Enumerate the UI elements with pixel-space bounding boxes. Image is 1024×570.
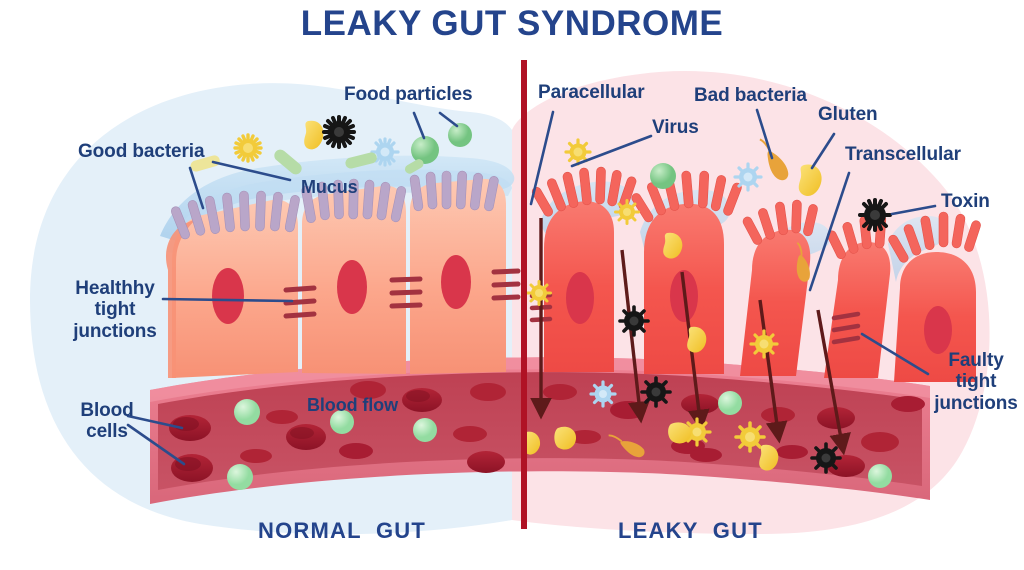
blood-vessel-contaminants [543, 384, 925, 488]
bad-bacteria-icon [796, 242, 810, 282]
label-toxin: Toxin [941, 191, 990, 212]
gluten-icon [668, 422, 692, 444]
transcellular-arrow [816, 309, 851, 456]
caption-leaky-gut: LEAKY GUT [618, 518, 763, 543]
label-good-bacteria: Good bacteria [78, 141, 205, 162]
leaky-cell [544, 201, 614, 372]
leader-virus [570, 134, 653, 168]
food-particle-icon [411, 136, 439, 164]
virus-yellow-icon [734, 421, 766, 453]
particles-right [526, 138, 892, 359]
transcellular-arrow [758, 299, 788, 444]
toxin-icon [322, 115, 356, 149]
virus-blue-icon [733, 162, 763, 192]
virus-yellow-icon [233, 133, 263, 163]
label-gluten: Gluten [818, 104, 878, 125]
toxin-icon [858, 198, 892, 232]
caption-normal-gut: NORMAL GUT [258, 518, 427, 543]
label-healthy-tight-junctions: Healthhy tight junctions [73, 278, 157, 342]
leader-food-particles [412, 111, 426, 140]
faulty-tight-junction [831, 311, 861, 345]
gluten-icon [554, 426, 577, 450]
microvilli-left [170, 170, 499, 240]
leader-toxin [890, 204, 937, 216]
page-title: LEAKY GUT SYNDROME [300, 4, 724, 43]
good-bacteria-icon [190, 149, 424, 175]
vessel-contaminants-icons [523, 376, 842, 474]
paracellular-arrow [620, 249, 650, 424]
healthy-cell [172, 199, 298, 378]
virus-yellow-icon [564, 138, 592, 166]
leader-faulty-tj [860, 332, 930, 376]
tight-junction [491, 268, 521, 301]
toxin-icon [618, 305, 650, 337]
food-particle-icon [650, 163, 676, 189]
gluten-icon [304, 120, 324, 150]
leaky-cell [894, 252, 976, 382]
leader-good-bacteria [188, 166, 205, 210]
virus-yellow-icon [526, 280, 552, 306]
leader-paracellular [529, 110, 555, 206]
gluten-icon [687, 326, 707, 353]
bad-bacteria-icon [608, 434, 645, 458]
tight-junction [389, 276, 423, 309]
virus-yellow-icon [614, 199, 640, 225]
healthy-cell [302, 185, 406, 374]
gluten-icon [798, 164, 822, 196]
toxin-icon [810, 442, 842, 474]
label-transcellular: Transcellular [845, 144, 961, 165]
virus-blue-icon [370, 137, 400, 167]
leader-food-particles [438, 111, 459, 128]
label-food-particles: Food particles [344, 84, 473, 105]
leader-blood-cells [126, 414, 184, 430]
leader-blood-cells [126, 423, 186, 466]
leaky-cell [824, 242, 891, 378]
label-bad-bacteria: Bad bacteria [694, 85, 807, 106]
healthy-cell [410, 178, 506, 374]
label-virus: Virus [652, 117, 699, 138]
leader-bad-bacteria [755, 108, 774, 160]
leader-lines [126, 108, 937, 466]
healthy-cell [165, 218, 198, 378]
tight-junction [283, 285, 317, 319]
leader-healthy-tj [161, 297, 294, 303]
gluten-icon [523, 431, 541, 455]
food-particle-icon [448, 123, 472, 147]
leader-transcellular [808, 171, 851, 292]
leader-gluten [810, 132, 836, 170]
particles-left [190, 115, 472, 175]
gluten-icon [663, 232, 683, 259]
label-blood-cells: Blood cells [80, 400, 134, 443]
gluten-icon [759, 444, 779, 471]
virus-blue-icon [589, 380, 617, 408]
label-faulty-tight-junctions: Faulty tight junctions [934, 350, 1018, 414]
microvilli-right [531, 166, 981, 263]
toxin-icon [640, 376, 672, 408]
leader-good-bacteria [211, 160, 292, 182]
label-paracellular: Paracellular [538, 82, 645, 103]
label-blood-flow: Blood flow [307, 395, 398, 415]
healthy-epithelium [160, 155, 521, 378]
virus-yellow-icon [749, 329, 779, 359]
label-mucus: Mucus [301, 177, 358, 197]
